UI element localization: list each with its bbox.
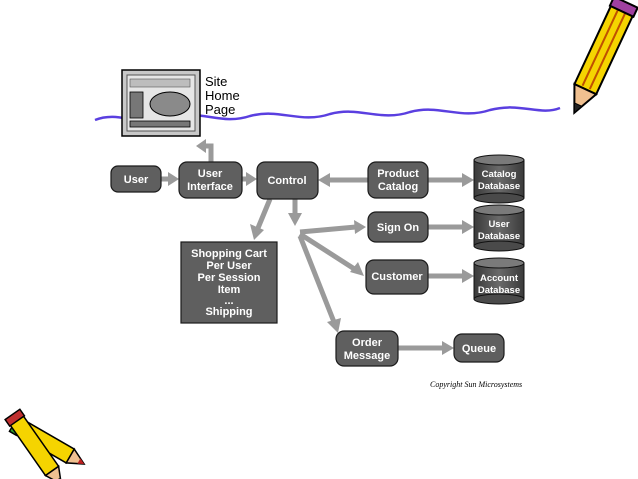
catalog-database: Catalog Database — [473, 154, 525, 204]
session-line-5: ... — [224, 295, 233, 307]
order-message-node: Order Message — [335, 330, 399, 367]
sign-on-label: Sign On — [377, 222, 419, 234]
site-home-label-line2: Home — [205, 88, 240, 103]
product-catalog-label-line2: Catalog — [378, 181, 418, 193]
pencils-icon — [4, 408, 86, 479]
product-catalog-node: Product Catalog — [367, 161, 429, 199]
customer-node: Customer — [365, 259, 429, 295]
queue-node: Queue — [453, 333, 505, 363]
site-home-label-line3: Page — [205, 102, 235, 117]
control-node-label: Control — [267, 175, 306, 187]
user-interface-label-line2: Interface — [187, 181, 233, 193]
session-line-4: Item — [218, 284, 241, 296]
user-database: User Database — [473, 204, 525, 252]
account-db-label-line2: Database — [478, 285, 520, 296]
customer-label: Customer — [371, 271, 423, 283]
catalog-db-label-line2: Database — [478, 181, 520, 192]
catalog-db-label-line1: Catalog — [482, 169, 517, 180]
session-line-3: Per Session — [198, 272, 261, 284]
queue-label: Queue — [462, 343, 496, 355]
session-line-2: Per User — [206, 260, 252, 272]
control-node: Control — [256, 161, 319, 200]
user-node: User — [110, 165, 162, 193]
user-interface-node: User Interface — [178, 161, 243, 199]
pencil-icon — [573, 0, 638, 115]
user-db-label-line1: User — [488, 219, 509, 230]
order-message-label-line1: Order — [352, 337, 383, 349]
connector-arrows — [161, 139, 474, 355]
session-line-1: Shopping Cart — [191, 248, 267, 260]
copyright-text: Copyright Sun Microsystems — [430, 380, 522, 389]
shopping-cart-session-box: Shopping Cart Per User Per Session Item … — [180, 241, 278, 324]
user-interface-label-line1: User — [198, 168, 223, 180]
site-home-label-line1: Site — [205, 74, 227, 89]
account-db-label-line1: Account — [480, 273, 519, 284]
session-line-6: Shipping — [205, 306, 252, 318]
user-node-label: User — [124, 174, 149, 186]
order-message-label-line2: Message — [344, 350, 390, 362]
product-catalog-label-line1: Product — [377, 168, 419, 180]
account-database: Account Database — [473, 257, 525, 305]
sign-on-node: Sign On — [367, 211, 429, 243]
user-db-label-line2: Database — [478, 231, 520, 242]
site-home-page-icon — [121, 69, 201, 137]
